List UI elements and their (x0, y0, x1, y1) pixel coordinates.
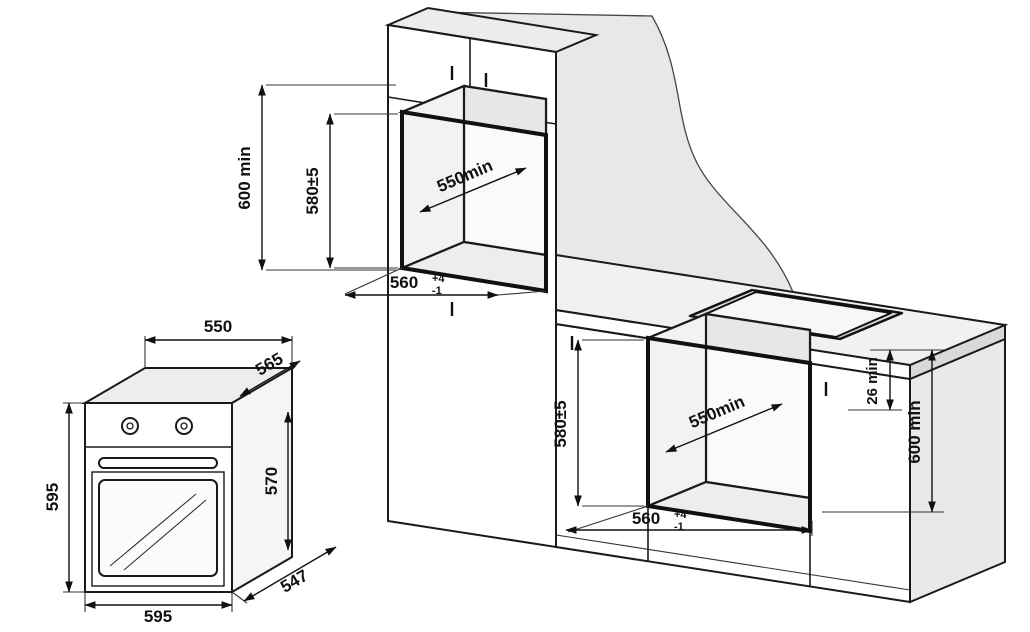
column-dimensions: 600 min 580±5 560 +4 -1 (235, 84, 547, 299)
oven-knob-right-icon (175, 417, 193, 435)
oven-front-view (81, 366, 296, 594)
dim-oven-top-width-label: 550 (204, 317, 232, 336)
dim-oven-front-height-label: 595 (43, 483, 62, 511)
dim-column-height-label: 600 min (235, 146, 254, 209)
oven-knob-right-center-icon (180, 422, 188, 430)
dim-base-niche-width-tol-plus: +4 (674, 509, 687, 521)
dim-base-niche-depth-line (665, 403, 783, 453)
dim-column-niche-width-tol-plus: +4 (432, 273, 445, 285)
dim-base-height-label: 600 min (905, 400, 924, 463)
dim-base-niche-width-tol-minus: -1 (674, 521, 684, 533)
dim-column-niche-width-tol-minus: -1 (432, 285, 442, 297)
undercounter-view: 550min (555, 253, 1009, 604)
dim-oven-top-depth-line (239, 360, 301, 397)
oven-door-handle (98, 457, 218, 469)
tall-cabinet-view: 550min (384, 6, 600, 549)
dim-base-niche-width-label: 560 (632, 509, 660, 528)
oven-door-glass (98, 479, 218, 577)
oven-knob-left-center-icon (126, 422, 134, 430)
dim-oven-front-width-label: 595 (144, 607, 172, 626)
dim-oven-bottom-depth-line (243, 546, 337, 602)
glass-reflection-line (123, 499, 207, 571)
undercounter-dimensions: 580±5 560 +4 -1 26 min 600 min (551, 339, 944, 536)
base-niche-interior (643, 312, 812, 533)
oven-door-frame (91, 471, 225, 587)
glass-reflection-line (109, 493, 197, 567)
base-side-panel (909, 337, 1006, 604)
dim-base-clearance-label: 26 min (864, 357, 881, 405)
plinth-line (555, 534, 911, 591)
dim-column-niche-height-label: 580±5 (303, 167, 322, 214)
ext-line (344, 267, 403, 295)
dim-oven-side-height-label: 570 (262, 467, 281, 495)
dim-oven-bottom-depth-label: 547 (277, 566, 311, 597)
dim-base-niche-height-label: 580±5 (551, 400, 570, 447)
ext-line (497, 290, 547, 296)
dim-column-niche-depth-line (419, 167, 527, 213)
dim-column-niche-width-label: 560 (390, 273, 418, 292)
oven-knob-left-icon (121, 417, 139, 435)
